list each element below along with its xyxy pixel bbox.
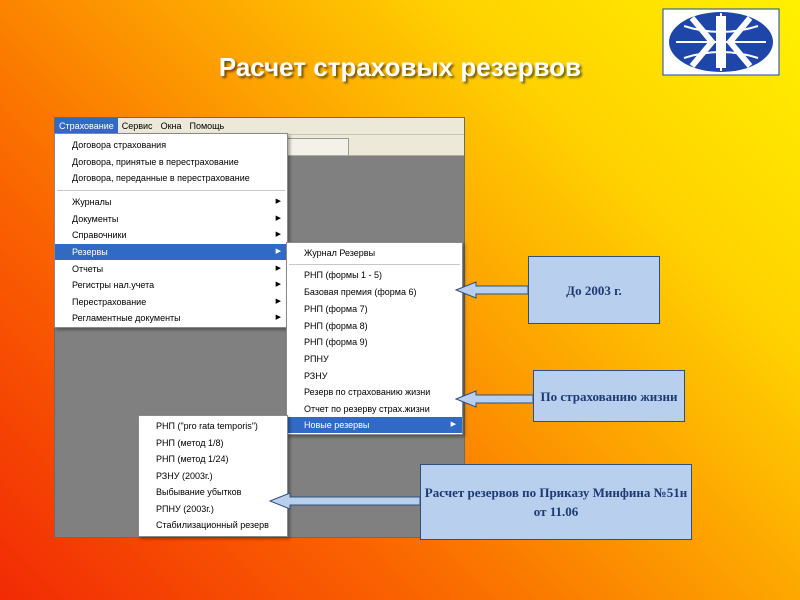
menu-item-label: Документы (72, 214, 119, 224)
menu-item-label: Договора страхования (72, 140, 167, 150)
menu-item-label: Выбывание убытков (156, 487, 242, 497)
menu-item-label: РНП (метод 1/24) (156, 454, 229, 464)
menu-item-label: Журнал Резервы (304, 248, 376, 258)
menu-item-contracts-accepted[interactable]: Договора, принятые в перестрахование (55, 154, 287, 170)
menu-item-label: Журналы (72, 197, 112, 207)
menu-item-reinsurance[interactable]: Перестрахование ▶ (55, 294, 287, 310)
menu-item-label: Регламентные документы (72, 313, 181, 323)
menu-item-contracts-ceded[interactable]: Договора, переданные в перестрахование (55, 170, 287, 186)
menu-item-label: Справочники (72, 230, 127, 240)
triangle-right-icon: ▶ (275, 215, 281, 222)
triangle-right-icon: ▶ (275, 314, 281, 321)
submenu-item-reserves-journal[interactable]: Журнал Резервы (287, 245, 462, 261)
document-tab[interactable] (287, 138, 349, 155)
menu-item-label: РНП (форма 8) (304, 321, 368, 331)
arrow-icon (454, 390, 534, 408)
menu-item-label: РНП (метод 1/8) (156, 438, 224, 448)
submenu-item-rpnu[interactable]: РПНУ (287, 351, 462, 367)
menu-item-tax-registers[interactable]: Регистры нал.учета ▶ (55, 277, 287, 293)
menu-item-label: Договора, принятые в перестрахование (72, 157, 239, 167)
submenu-item-rnp-form-9[interactable]: РНП (форма 9) (287, 334, 462, 350)
toolbar-strip (283, 135, 464, 156)
triangle-right-icon: ▶ (275, 248, 281, 255)
menu-item-regulatory-documents[interactable]: Регламентные документы ▶ (55, 310, 287, 326)
menu-item-label: Резервы (72, 247, 108, 257)
submenu-item-rnp-form-8[interactable]: РНП (форма 8) (287, 318, 462, 334)
company-logo-icon (662, 8, 780, 76)
menu-item-directories[interactable]: Справочники ▶ (55, 227, 287, 243)
submenu-item-rpnu-2003[interactable]: РПНУ (2003г.) (139, 501, 287, 517)
menubar-item-help[interactable]: Помощь (189, 121, 225, 131)
submenu-item-rnp-form-7[interactable]: РНП (форма 7) (287, 301, 462, 317)
menu-item-journals[interactable]: Журналы ▶ (55, 194, 287, 210)
callout-text: До 2003 г. (566, 282, 622, 298)
submenu-item-stabilization-reserve[interactable]: Стабилизационный резерв (139, 517, 287, 533)
reserves-submenu: Журнал Резервы РНП (формы 1 - 5) Базовая… (286, 242, 463, 435)
triangle-right-icon: ▶ (275, 231, 281, 238)
menu-item-contracts[interactable]: Договора страхования (55, 137, 287, 153)
menu-item-label: Регистры нал.учета (72, 280, 155, 290)
menu-item-label: РПНУ (304, 354, 329, 364)
arrow-icon (454, 281, 529, 299)
menubar-item-windows[interactable]: Окна (160, 121, 182, 131)
triangle-right-icon: ▶ (275, 265, 281, 272)
menu-item-label: РЗНУ (2003г.) (156, 471, 213, 481)
triangle-right-icon: ▶ (275, 281, 281, 288)
menu-item-label: Базовая премия (форма 6) (304, 287, 417, 297)
submenu-item-base-premium[interactable]: Базовая премия (форма 6) (287, 284, 462, 300)
menu-item-documents[interactable]: Документы ▶ (55, 211, 287, 227)
menubar-item-insurance[interactable]: Страхование (55, 118, 118, 134)
menu-separator (289, 264, 460, 265)
callout-order-51n: Расчет резервов по Приказу Минфина №51н … (420, 464, 692, 540)
menubar-item-service[interactable]: Сервис (121, 121, 153, 131)
menu-item-label: Перестрахование (72, 297, 147, 307)
new-reserves-submenu: РНП ("pro rata temporis") РНП (метод 1/8… (138, 415, 288, 537)
triangle-right-icon: ▶ (275, 298, 281, 305)
menu-item-label: Договора, переданные в перестрахование (72, 173, 250, 183)
submenu-item-rnp-1-8[interactable]: РНП (метод 1/8) (139, 435, 287, 451)
insurance-menu: Договора страхования Договора, принятые … (54, 133, 288, 328)
submenu-item-rznu[interactable]: РЗНУ (287, 368, 462, 384)
submenu-item-rnp-1-24[interactable]: РНП (метод 1/24) (139, 451, 287, 467)
menu-separator (57, 190, 285, 191)
callout-life-insurance: По страхованию жизни (533, 370, 685, 422)
menu-item-label: РНП (форма 7) (304, 304, 368, 314)
submenu-item-loss-runoff[interactable]: Выбывание убытков (139, 484, 287, 500)
menu-item-label: Отчет по резерву страх.жизни (304, 404, 430, 414)
submenu-item-rnp-forms-1-5[interactable]: РНП (формы 1 - 5) (287, 267, 462, 283)
menu-item-label: Стабилизационный резерв (156, 520, 269, 530)
menu-item-label: РНП ("pro rata temporis") (156, 421, 258, 431)
menu-item-reports[interactable]: Отчеты ▶ (55, 261, 287, 277)
menubar: Страхование Сервис Окна Помощь (55, 118, 464, 135)
menu-item-label: РНП (форма 9) (304, 337, 368, 347)
menu-item-label: РПНУ (2003г.) (156, 504, 214, 514)
menu-item-label: РЗНУ (304, 371, 328, 381)
menu-item-label: Новые резервы (304, 420, 370, 430)
triangle-right-icon: ▶ (275, 198, 281, 205)
menu-item-label: Резерв по страхованию жизни (304, 387, 431, 397)
submenu-item-life-reserve[interactable]: Резерв по страхованию жизни (287, 384, 462, 400)
triangle-right-icon: ▶ (450, 421, 456, 428)
menu-item-label: Отчеты (72, 264, 104, 274)
submenu-item-rznu-2003[interactable]: РЗНУ (2003г.) (139, 468, 287, 484)
company-logo (662, 8, 780, 76)
submenu-item-life-reserve-report[interactable]: Отчет по резерву страх.жизни (287, 401, 462, 417)
callout-text: Расчет резервов по Приказу Минфина №51н … (424, 485, 688, 519)
submenu-item-new-reserves[interactable]: Новые резервы ▶ (287, 417, 462, 433)
slide-title: Расчет страховых резервов (218, 52, 582, 82)
callout-text: По страхованию жизни (540, 388, 678, 404)
menu-item-label: РНП (формы 1 - 5) (304, 270, 383, 280)
submenu-item-rnp-pro-rata[interactable]: РНП ("pro rata temporis") (139, 418, 287, 434)
menu-item-reserves[interactable]: Резервы ▶ (55, 244, 287, 260)
callout-until-2003: До 2003 г. (528, 256, 660, 324)
